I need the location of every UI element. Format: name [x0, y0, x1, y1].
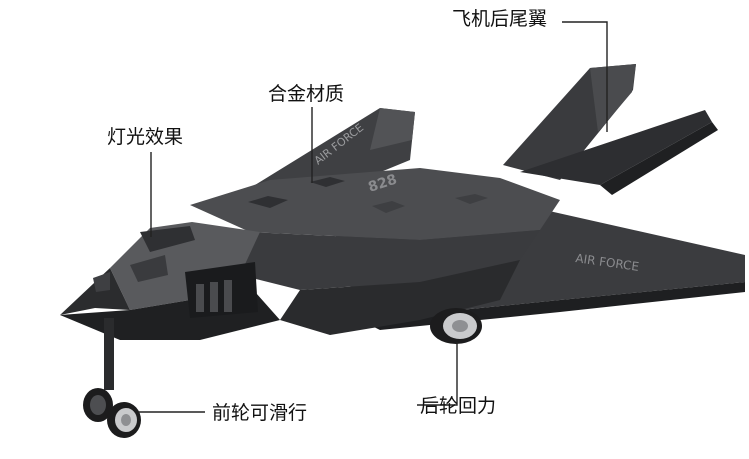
leader-rear-wheel — [417, 342, 458, 406]
right-tail-fin — [503, 64, 718, 195]
label-alloy-material: 合金材质 — [268, 83, 345, 105]
label-tail-fin: 飞机后尾翼 — [452, 8, 548, 30]
leader-tail-fin — [562, 21, 608, 132]
label-front-wheel: 前轮可滑行 — [212, 402, 308, 424]
air-intake — [185, 262, 258, 318]
front-landing-gear — [83, 318, 141, 438]
leader-lines — [138, 21, 608, 413]
rear-wheel — [430, 308, 482, 344]
fuselage: 828 — [190, 168, 560, 335]
label-rear-wheel: 后轮回力 — [420, 395, 497, 417]
label-light-effect: 灯光效果 — [107, 126, 184, 148]
